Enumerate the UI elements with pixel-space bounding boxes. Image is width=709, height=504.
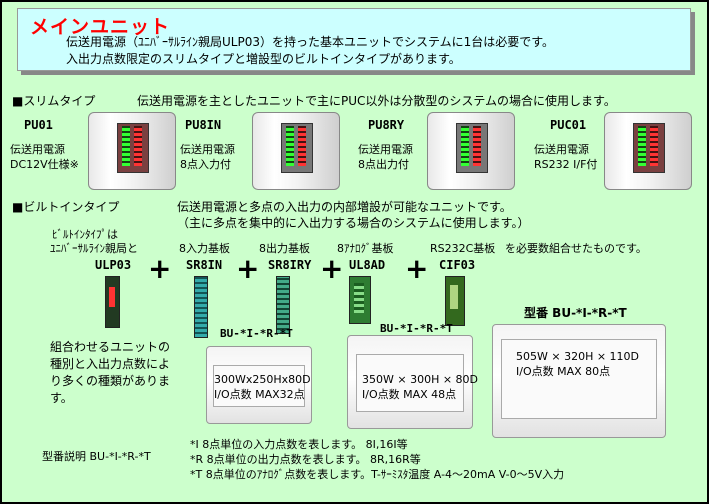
unit-code-puc01: PUC01	[550, 118, 587, 132]
legend-line-1: *I 8点単位の入力点数を表します。 8I,16I等	[190, 438, 408, 451]
header-box: メインユニット 伝送用電源（ﾕﾆﾊﾞｰｻﾙﾗｲﾝ親局ULP03）を持った基本ユニ…	[17, 8, 691, 71]
unit-line1-pu8in: 伝送用電源	[180, 143, 235, 156]
plus-sign-4: +	[405, 252, 429, 285]
base-label-1: ﾋﾞﾙﾄｲﾝﾀｲﾌﾟは	[52, 228, 118, 241]
builtin-suffix: を必要数組合せたものです。	[505, 242, 647, 255]
slim-description: 伝送用電源を主としたユニットで主にPUC以外は分散型のシステムの場合に使用します…	[137, 94, 616, 108]
board-label-sr8iry: 8出力基板	[259, 242, 310, 255]
model-1-image	[206, 346, 312, 424]
unit-line2-pu01: DC12V仕様※	[10, 158, 79, 171]
unit-line1-puc01: 伝送用電源	[534, 143, 589, 156]
base-label-2: ﾕﾆﾊﾞｰｻﾙﾗｲﾝ親局と	[50, 242, 138, 255]
model-2-image	[347, 335, 473, 429]
board-label-sr8in: 8入力基板	[179, 242, 230, 255]
unit-image-puc01	[604, 112, 692, 190]
board-code-ul8ad: UL8AD	[349, 258, 386, 272]
unit-line2-puc01: RS232 I/F付	[534, 158, 598, 171]
board-code-cif03: CIF03	[439, 258, 476, 272]
unit-line1-pu01: 伝送用電源	[10, 143, 65, 156]
note-line-2: 種別と入出力点数によ	[50, 357, 171, 371]
unit-line1-pu8ry: 伝送用電源	[358, 143, 413, 156]
model-3-size: 505W × 320H × 110D	[516, 350, 640, 363]
unit-code-pu8ry: PU8RY	[368, 118, 405, 132]
model-1-points: I/O点数 MAX32点	[214, 388, 305, 401]
unit-line2-pu8ry: 8点出力付	[358, 158, 409, 171]
model-3-title: 型番 BU-*I-*R-*T	[524, 306, 627, 320]
unit-code-pu01: PU01	[24, 118, 53, 132]
legend-line-2: *R 8点単位の出力点数を表します。 8R,16R等	[190, 453, 421, 466]
plus-sign-2: +	[236, 252, 260, 285]
board-label-ul8ad: 8ｱﾅﾛｸﾞ基板	[337, 242, 394, 255]
model-1-size: 300Wx250Hx80D	[214, 373, 311, 386]
builtin-description-2: （主に多点を集中的に入出力する場合のシステムに使用します。）	[177, 216, 530, 230]
unit-image-pu01	[88, 112, 176, 190]
board-code-sr8in: SR8IN	[186, 258, 223, 272]
unit-line2-pu8in: 8点入力付	[180, 158, 231, 171]
header-line-1: 伝送用電源（ﾕﾆﾊﾞｰｻﾙﾗｲﾝ親局ULP03）を持った基本ユニットでシステムに…	[66, 35, 555, 49]
page-title: メインユニット	[30, 16, 171, 38]
legend-label: 型番説明 BU-*I-*R-*T	[42, 450, 151, 463]
model-1-title: BU-*I-*R-*T	[220, 327, 293, 340]
board-image-cif03	[445, 276, 465, 326]
builtin-heading: ■ビルトインタイプ	[12, 200, 120, 214]
header-line-2: 入出力点数限定のスリムタイプと増設型のビルトインタイプがあります。	[66, 52, 461, 66]
board-image-sr8iry	[276, 276, 290, 334]
board-image-ul8ad	[349, 276, 371, 324]
board-code-sr8iry: SR8IRY	[268, 258, 312, 272]
unit-image-pu8in	[252, 112, 340, 190]
board-label-cif03: RS232C基板	[430, 242, 496, 255]
plus-sign-1: +	[148, 252, 172, 285]
board-image-ulp03	[105, 276, 120, 328]
base-code-ulp03: ULP03	[95, 258, 132, 272]
model-2-title: BU-*I-*R-*T	[380, 322, 453, 335]
model-3-points: I/O点数 MAX 80点	[516, 365, 611, 378]
builtin-description-1: 伝送用電源と多点の入出力の内部増設が可能なユニットです。	[177, 200, 512, 214]
note-line-4: す。	[50, 391, 73, 405]
unit-image-pu8ry	[427, 112, 515, 190]
note-line-3: り多くの種類がありま	[50, 374, 171, 388]
board-image-sr8in	[194, 276, 208, 338]
plus-sign-3: +	[320, 252, 344, 285]
model-2-points: I/O点数 MAX 48点	[362, 388, 457, 401]
model-2-size: 350W × 300H × 80D	[362, 373, 479, 386]
model-3-image	[492, 324, 666, 438]
unit-code-pu8in: PU8IN	[185, 118, 222, 132]
note-line-1: 組合わせるユニットの	[50, 340, 171, 354]
legend-line-3: *T 8点単位のｱﾅﾛｸﾞ点数を表します。T-ｻｰﾐｽﾀ温度 A-4～20mA …	[190, 468, 565, 481]
slim-heading: ■スリムタイプ	[12, 94, 96, 108]
